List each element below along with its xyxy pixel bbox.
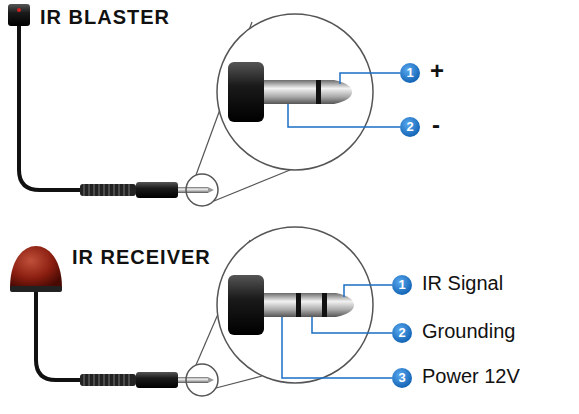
blaster-cable [19, 26, 82, 190]
pin-name: - [432, 111, 440, 139]
callout-number: 3 [392, 368, 412, 388]
signal-name: Power 12V [422, 365, 520, 388]
signal-name: IR Signal [422, 272, 503, 295]
part-name: IR RECEIVER [72, 246, 211, 269]
callout-number: 1 [400, 63, 420, 83]
callout-number: 2 [392, 323, 412, 343]
pin-name: + [430, 57, 444, 85]
leader-line [288, 73, 400, 127]
callout-ball [392, 275, 412, 388]
leader-line [282, 285, 392, 378]
part-name: IR BLASTER [40, 6, 170, 29]
receiver-zoom-circle [217, 227, 373, 383]
ir-blaster-emitter [8, 4, 30, 26]
blaster-zoom-circle [217, 14, 373, 170]
callout-number: 2 [400, 117, 420, 137]
callout-number: 1 [392, 275, 412, 295]
callout-ball [400, 63, 420, 137]
ir-receiver-sensor [10, 246, 62, 292]
signal-name: Grounding [422, 320, 515, 343]
receiver-cable [36, 292, 82, 380]
